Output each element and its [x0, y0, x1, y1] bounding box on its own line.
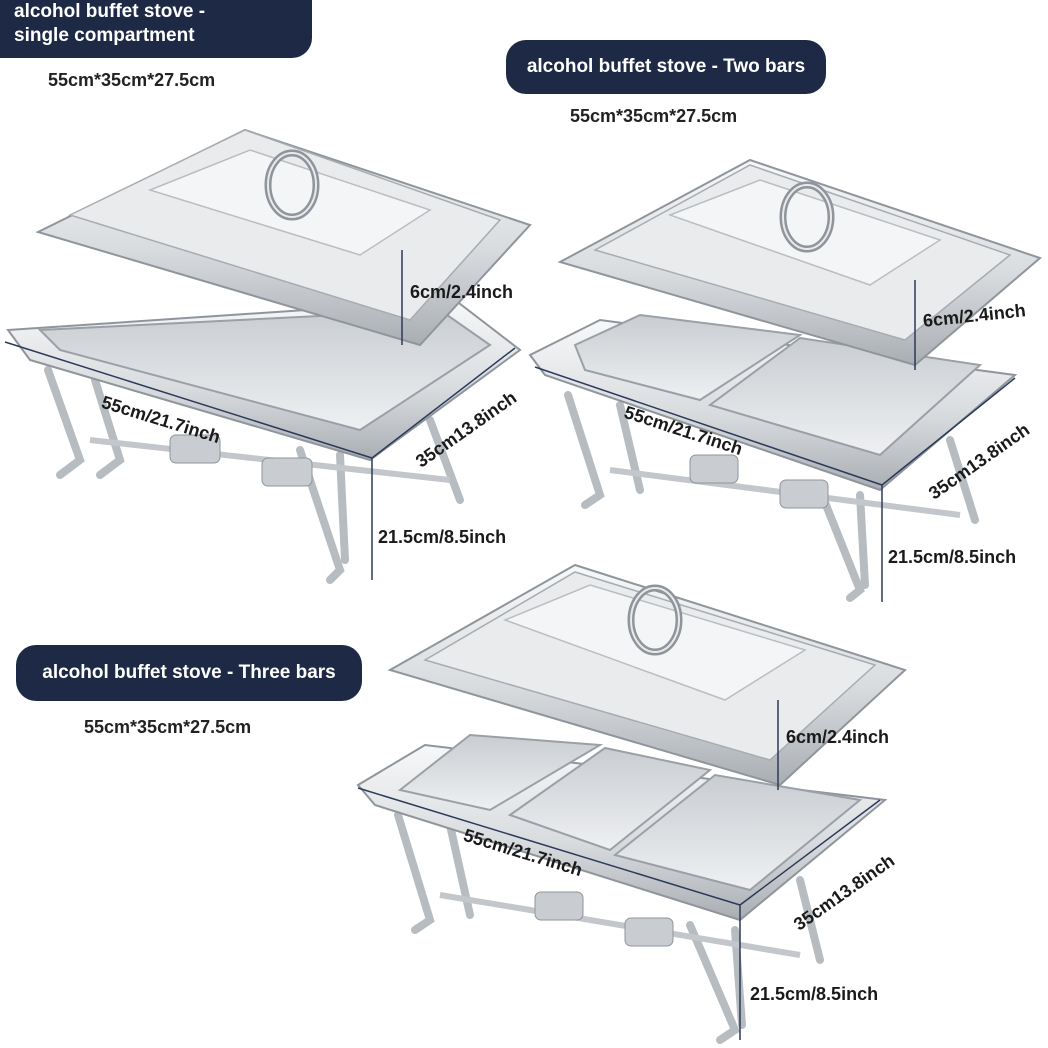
- chafing-dish-single: [6, 128, 532, 584]
- size-three-bars: 55cm*35cm*27.5cm: [84, 717, 252, 737]
- title-single-line2: single compartment: [14, 24, 195, 46]
- stand-height-single: 21.5cm/8.5inch: [378, 527, 507, 547]
- title-three-bars: alcohol buffet stove - Three bars: [16, 645, 362, 701]
- size-two-bars: 55cm*35cm*27.5cm: [570, 106, 738, 126]
- stand-height-two: 21.5cm/8.5inch: [888, 547, 1017, 567]
- chafing-dish-three-bars: [356, 563, 907, 1044]
- stand-height-three: 21.5cm/8.5inch: [750, 984, 879, 1004]
- title-single-line1: alcohol buffet stove -: [14, 1, 206, 22]
- dimension-lines: [4, 250, 1016, 1040]
- size-single: 55cm*35cm*27.5cm: [48, 70, 216, 90]
- lid-height-three: 6cm/2.4inch: [786, 727, 890, 747]
- chafing-dish-two-bars: [528, 158, 1042, 602]
- lid-height-single: 6cm/2.4inch: [410, 282, 514, 302]
- title-single-compartment: alcohol buffet stove - single compartmen…: [0, 0, 312, 58]
- title-two-bars: alcohol buffet stove - Two bars: [506, 40, 826, 94]
